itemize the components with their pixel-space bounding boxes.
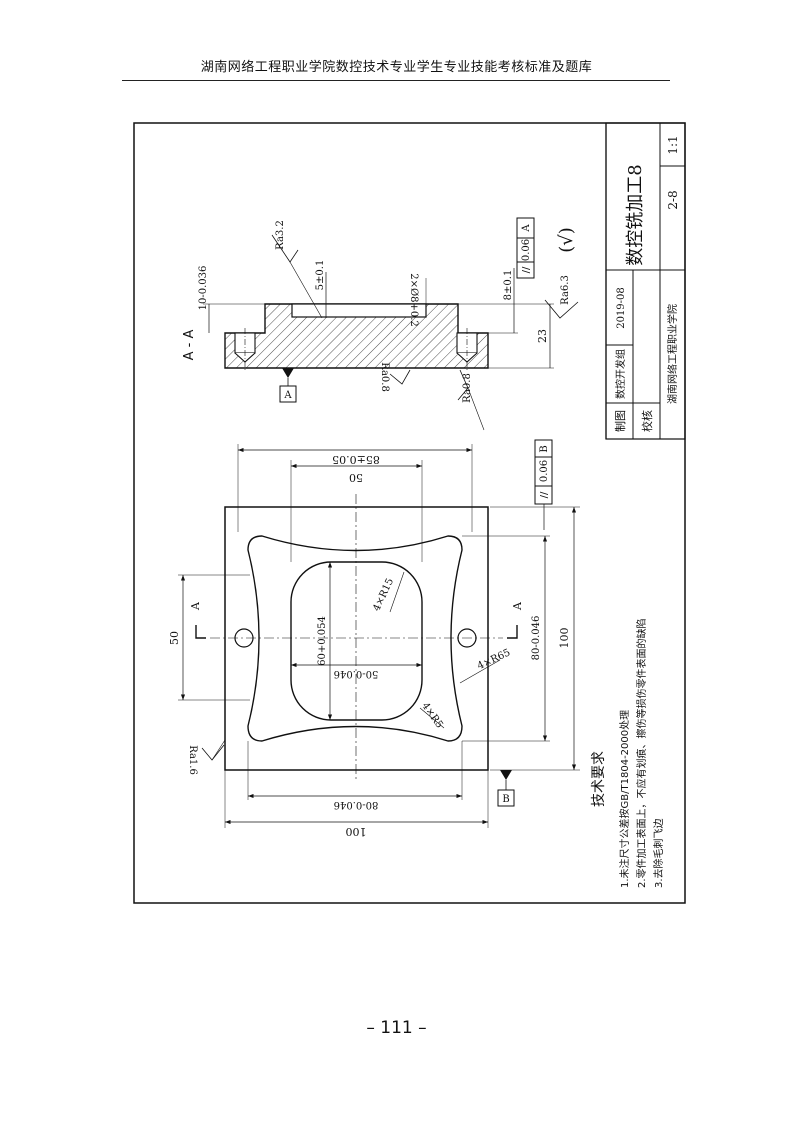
- section-mark-right: A: [511, 601, 524, 611]
- inner-pocket: [290, 561, 423, 721]
- ra-bottom-2: Ra0.8: [462, 373, 473, 403]
- header-rule: [122, 80, 670, 81]
- dim-r5: 4×R5: [419, 701, 444, 731]
- general-roughness: (√): [556, 227, 577, 253]
- dim-80-bottom: 80-0.046: [334, 799, 379, 810]
- notes-title: 技术要求: [591, 751, 607, 807]
- svg-text://: //: [539, 491, 550, 498]
- drawing-number: 2-8: [666, 190, 680, 209]
- plan-view: A A 85±0.05 50 50 100 80-0.046 // 0.06 B: [168, 439, 580, 838]
- dim-height-23: 23: [536, 329, 549, 343]
- tol-parallel-b-value: 0.06: [539, 460, 550, 482]
- tol-parallel-a-value: 0.06: [521, 239, 532, 261]
- dim-80-right: 80-0.046: [531, 616, 542, 661]
- note-2: 2.零件加工表面上，不应有划痕、擦伤等损伤零件表面的缺陷: [635, 618, 648, 888]
- dim-60: 60+0.054: [317, 616, 328, 666]
- dim-r65: 4×R65: [476, 647, 512, 672]
- drawing-frame: [133, 122, 686, 904]
- title-block: 数控铣加工8 1:1 2-8 制图 校核 数控开发组 2019-08 湖南网络工…: [605, 122, 686, 440]
- section-pocket: [291, 303, 427, 318]
- svg-text://: //: [521, 266, 532, 273]
- dim-50-inner: 50-0.046: [334, 668, 379, 679]
- date: 2019-08: [616, 287, 627, 329]
- drawn-by: 数控开发组: [614, 349, 627, 399]
- dim-50-top: 50: [349, 471, 363, 484]
- ra-side: Ra6.3: [560, 275, 571, 305]
- ra-bottom-1: Ra0.8: [379, 362, 390, 392]
- page-header: 湖南网络工程职业学院数控技术专业学生专业技能考核标准及题库: [200, 60, 593, 75]
- boss-profile: [247, 535, 463, 742]
- note-1: 1.未注尺寸公差按GB/T1804-2000处理: [618, 710, 631, 888]
- tol-parallel-b-datum: B: [539, 445, 550, 452]
- dim-100-right: 100: [558, 628, 571, 649]
- datum-a: A: [283, 390, 292, 401]
- dim-step-8: 8±0.1: [503, 270, 514, 301]
- dim-thickness-10: 10-0.036: [198, 266, 209, 311]
- check-label: 校核: [640, 410, 654, 432]
- plan-outline: [224, 506, 489, 771]
- ra-top: Ra3.2: [275, 220, 286, 250]
- dim-depth-5: 5±0.1: [315, 260, 326, 291]
- dim-r15: 4×R15: [371, 577, 396, 613]
- ra-left: Ra1.6: [187, 745, 198, 775]
- page-number: – 111 –: [366, 1018, 427, 1038]
- section-mark-left: A: [189, 601, 202, 611]
- tol-parallel-a-datum: A: [521, 224, 532, 233]
- section-view: A - A 10-0.036 5±0.1 2×Ø8+0.2 8±0.1 23 /…: [182, 217, 579, 431]
- scale: 1:1: [666, 135, 680, 154]
- drawn-label: 制图: [614, 410, 627, 432]
- part-name: 数控铣加工8: [625, 164, 646, 265]
- school-name: 湖南网络工程职业学院: [666, 304, 679, 404]
- section-label: A - A: [182, 330, 197, 361]
- dim-holes: 2×Ø8+0.2: [408, 273, 419, 327]
- technical-notes: 技术要求 1.未注尺寸公差按GB/T1804-2000处理 2.零件加工表面上，…: [591, 618, 665, 888]
- datum-b: B: [502, 794, 509, 805]
- dim-100-bottom: 100: [346, 825, 367, 838]
- dim-85: 85±0.05: [332, 453, 380, 466]
- note-3: 3.去除毛刺飞边: [652, 818, 665, 888]
- dim-50-left: 50: [168, 631, 181, 645]
